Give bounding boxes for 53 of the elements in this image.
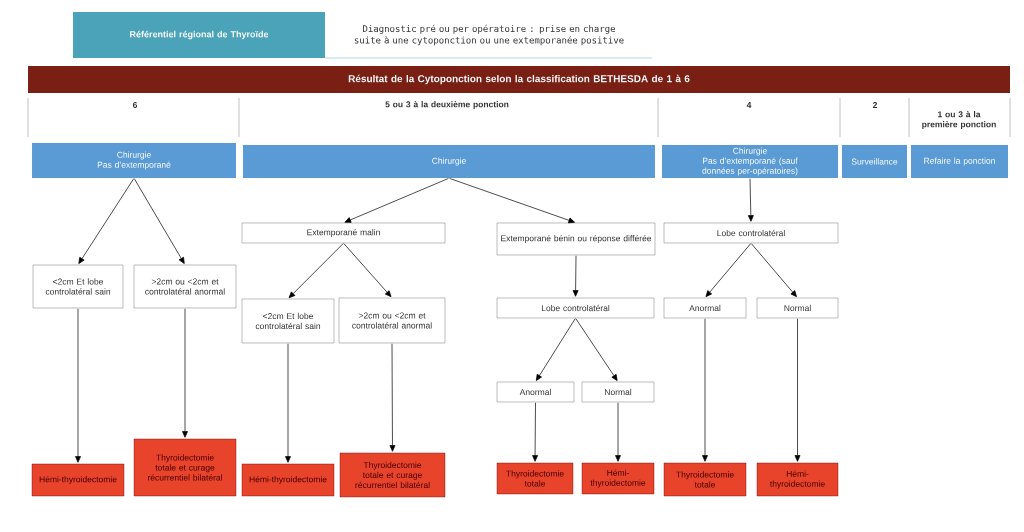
- column-heading: 4: [746, 102, 752, 108]
- condition-box: Anormal: [663, 297, 747, 319]
- arrow: [288, 243, 344, 299]
- description-text: Diagnostic pré ou per opératoire : prise en charge suite à une cytoponction ou une extemporanée positive: [354, 24, 624, 46]
- condition-box: <2cm Et lobe controlatéral sain: [241, 298, 335, 344]
- condition-box: Normal: [581, 381, 655, 403]
- outcome-box: Thyroidectomie totale et curage récurrentiel bilatéral: [133, 438, 237, 497]
- arrow: [747, 178, 754, 222]
- arrow: [343, 243, 392, 298]
- arrow: [794, 318, 801, 462]
- process-box: Refaire la ponction: [911, 145, 1008, 178]
- outcome-box: Hémi-thyroidectomie: [241, 463, 335, 497]
- outcome-box: Hémi-thyroidectomie: [581, 462, 655, 495]
- title-box: Référentiel régional de Thyroïde: [73, 12, 325, 58]
- condition-box: Lobe controlatéral: [663, 222, 839, 244]
- condition-box: >2cm ou <2cm et controlatéral anormal: [338, 297, 446, 344]
- outcome-box: Thyroidectomie totale: [496, 462, 574, 495]
- process-box: Chirurgie Pas d’extemporané: [32, 143, 236, 178]
- condition-box: Anormal: [496, 381, 575, 403]
- process-box: Chirurgie Pas d’extemporané (sauf données per-opératoires): [662, 145, 838, 178]
- outcome-box: Thyroidectomie totale et curage récurrentiel bilatéral: [339, 452, 446, 498]
- arrow: [389, 343, 396, 452]
- arrow: [575, 318, 618, 381]
- header-band: Résultat de la Cytoponction selon la classification BETHESDA de 1 à 6: [28, 66, 1010, 93]
- arrow: [702, 318, 708, 462]
- condition-box: Lobe controlatéral: [496, 297, 655, 319]
- condition-box: <2cm Et lobe controlatéral sain: [32, 264, 124, 309]
- arrow: [532, 402, 538, 462]
- column-heading: 2: [872, 102, 878, 108]
- arrow: [182, 308, 188, 438]
- arrow: [705, 243, 751, 297]
- condition-box: Extemporané bénin ou réponse différée: [496, 222, 656, 256]
- arrow: [449, 178, 575, 224]
- column-heading: 6: [132, 102, 138, 108]
- condition-box: >2cm ou <2cm et controlatéral anormal: [133, 264, 237, 309]
- condition-box: Normal: [756, 297, 839, 319]
- arrow: [285, 343, 291, 463]
- arrow: [75, 308, 81, 463]
- arrow: [344, 178, 449, 223]
- arrow: [572, 255, 579, 297]
- arrow: [615, 402, 621, 462]
- process-box: Surveillance: [842, 145, 907, 178]
- condition-box: Extemporané malin: [241, 222, 446, 244]
- column-heading: 1 ou 3 à la première ponction: [922, 111, 996, 129]
- outcome-box: Hémi-thyroidectomie: [31, 463, 125, 497]
- arrow: [535, 318, 576, 381]
- arrow: [751, 243, 797, 297]
- process-box: Chirurgie: [243, 145, 655, 178]
- outcome-box: Hémi-thyroidectomie: [756, 462, 839, 497]
- outcome-box: Thyroidectomie totale: [663, 462, 747, 497]
- column-heading: 5 ou 3 à la deuxième ponction: [385, 101, 509, 109]
- arrow: [78, 178, 135, 264]
- arrow: [133, 178, 185, 264]
